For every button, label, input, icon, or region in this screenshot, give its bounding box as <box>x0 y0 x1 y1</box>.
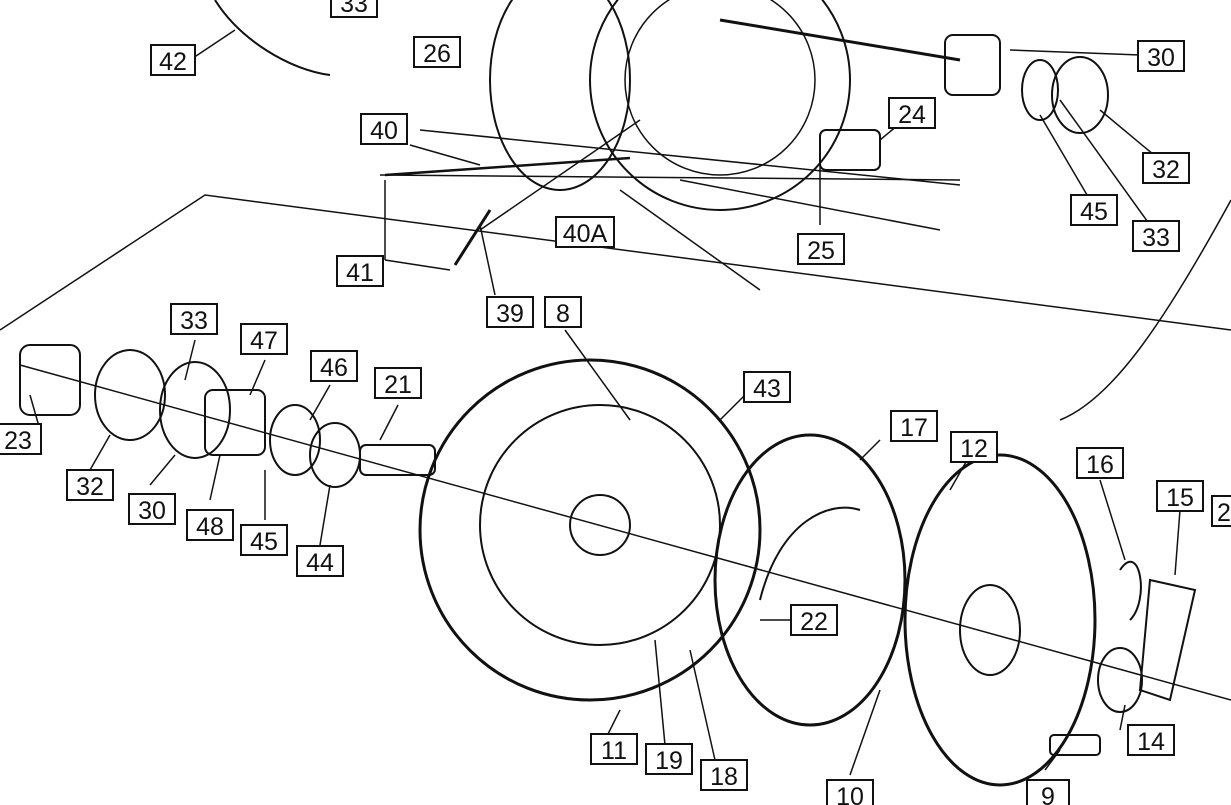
axle-21 <box>359 444 436 476</box>
washer-32 <box>94 349 166 441</box>
bolt-9 <box>1049 734 1101 756</box>
callout-46: 46 <box>310 350 358 382</box>
nut-30 <box>159 361 231 459</box>
spring-16 <box>1119 560 1142 621</box>
callout-25: 25 <box>797 233 845 265</box>
backplate-plate <box>903 453 1097 787</box>
panel-outline <box>0 194 1231 331</box>
callout-18: 18 <box>700 759 748 791</box>
lever-15 <box>1138 578 1197 702</box>
bearing-46 <box>269 404 321 476</box>
callout-12: 12 <box>950 431 998 463</box>
callout-41: 41 <box>336 255 384 287</box>
spoke-2 <box>379 174 961 181</box>
callout-2-cut: 2 <box>1211 495 1231 527</box>
callout-47: 47 <box>240 323 288 355</box>
callout-30-upper: 30 <box>1137 40 1185 72</box>
spacer-48 <box>204 389 266 456</box>
axle-nut-upper <box>944 34 1001 96</box>
callout-30-lower: 30 <box>128 493 176 525</box>
callout-9: 9 <box>1026 779 1070 805</box>
spoke-4 <box>619 189 761 291</box>
axle-centreline <box>19 364 1231 701</box>
callout-22: 22 <box>790 604 838 636</box>
callout-26: 26 <box>413 36 461 68</box>
callout-45-upper: 45 <box>1070 194 1118 226</box>
brake-arm-stub <box>819 129 881 171</box>
callout-17: 17 <box>890 410 938 442</box>
callout-33-upper: 33 <box>1132 220 1180 252</box>
callout-21: 21 <box>374 367 422 399</box>
callout-19: 19 <box>645 743 693 775</box>
hub-flange-inner <box>624 0 816 176</box>
callout-32-lower: 32 <box>66 469 114 501</box>
callout-11: 11 <box>590 733 638 765</box>
rod-39 <box>453 209 492 266</box>
rod-40 <box>384 156 631 177</box>
backplate-hole <box>959 584 1021 676</box>
washer-upper <box>1021 59 1059 121</box>
bearing-cap-upper <box>1051 56 1109 134</box>
callout-14: 14 <box>1127 724 1175 756</box>
spindle-23 <box>19 344 81 416</box>
tyre-arc <box>214 0 331 76</box>
callout-42: 42 <box>150 44 196 76</box>
callout-10: 10 <box>826 779 874 805</box>
spring-22 <box>759 506 861 601</box>
sprocket-boss <box>569 494 631 556</box>
spoke-3 <box>479 119 641 231</box>
callout-45-lower: 45 <box>240 524 288 556</box>
axle-upper <box>719 18 961 62</box>
callout-40A: 40A <box>555 216 615 248</box>
callout-44: 44 <box>296 545 344 577</box>
callout-39: 39 <box>486 296 534 328</box>
panel-outline-right <box>1059 199 1231 421</box>
lower-assembly-group <box>19 344 1231 787</box>
bush-14 <box>1097 647 1143 713</box>
callout-24: 24 <box>888 97 936 129</box>
brake-shoes-17 <box>713 433 907 727</box>
callout-15: 15 <box>1156 480 1204 512</box>
callout-40: 40 <box>360 113 408 145</box>
callout-16: 16 <box>1076 447 1124 479</box>
callout-33-lower: 33 <box>170 303 218 335</box>
callout-8: 8 <box>544 296 582 328</box>
callout-43: 43 <box>743 371 791 403</box>
sprocket-43 <box>418 358 762 702</box>
callout-32-upper: 32 <box>1142 152 1190 184</box>
callout-48: 48 <box>186 509 234 541</box>
hub-body <box>489 0 631 191</box>
spoke-5 <box>679 179 941 231</box>
upper-hub-group <box>0 0 1231 421</box>
callout-23: 23 <box>0 423 42 455</box>
hub-flange-circle <box>589 0 851 211</box>
callout-33-top: 33 <box>330 0 378 18</box>
sprocket-inner <box>479 404 721 646</box>
spoke-1 <box>419 129 961 186</box>
